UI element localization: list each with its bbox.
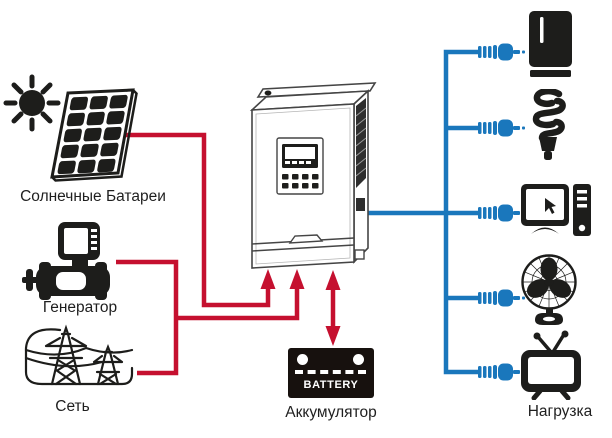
battery-terminal <box>297 354 308 365</box>
desktop-computer-icon <box>521 184 591 236</box>
fan-blades <box>526 257 572 298</box>
transmission-towers-icon <box>24 324 134 386</box>
cursor-icon <box>545 198 556 214</box>
generator-grid-to-inverter-line <box>116 259 300 376</box>
battery-badge: BATTERY <box>303 379 359 391</box>
solar-arrowhead <box>260 269 276 289</box>
sun-and-solar-panel-icon <box>3 74 138 182</box>
inverter-icon <box>249 82 377 269</box>
fan-icon <box>521 254 577 325</box>
battery-label: Аккумулятор <box>285 404 377 421</box>
grid-label: Сеть <box>55 398 90 415</box>
ac-input-arrowhead <box>289 269 305 289</box>
battery-icon: BATTERY <box>288 348 374 398</box>
solar-to-inverter-line <box>126 132 271 308</box>
generator-label: Генератор <box>42 299 118 316</box>
refrigerator-icon <box>529 11 572 77</box>
solar-label: Солнечные Батареи <box>20 188 166 205</box>
solar-panel-icon <box>50 88 138 182</box>
plug-icon <box>478 363 525 381</box>
plug-icon <box>478 119 525 137</box>
plug-icon <box>478 204 525 222</box>
sun-icon <box>3 74 61 132</box>
load-label: Нагрузка <box>527 403 593 420</box>
plug-icon <box>478 289 525 307</box>
inverter-to-loads-lines <box>362 49 480 375</box>
television-icon <box>521 330 581 400</box>
plug-icon <box>478 43 525 61</box>
cfl-lamp-icon <box>532 89 566 160</box>
generator-icon <box>22 222 110 300</box>
battery-terminal <box>353 354 364 365</box>
inverter-buttons <box>282 174 319 189</box>
battery-dash-line <box>295 370 366 374</box>
battery-double-arrow <box>325 270 341 346</box>
